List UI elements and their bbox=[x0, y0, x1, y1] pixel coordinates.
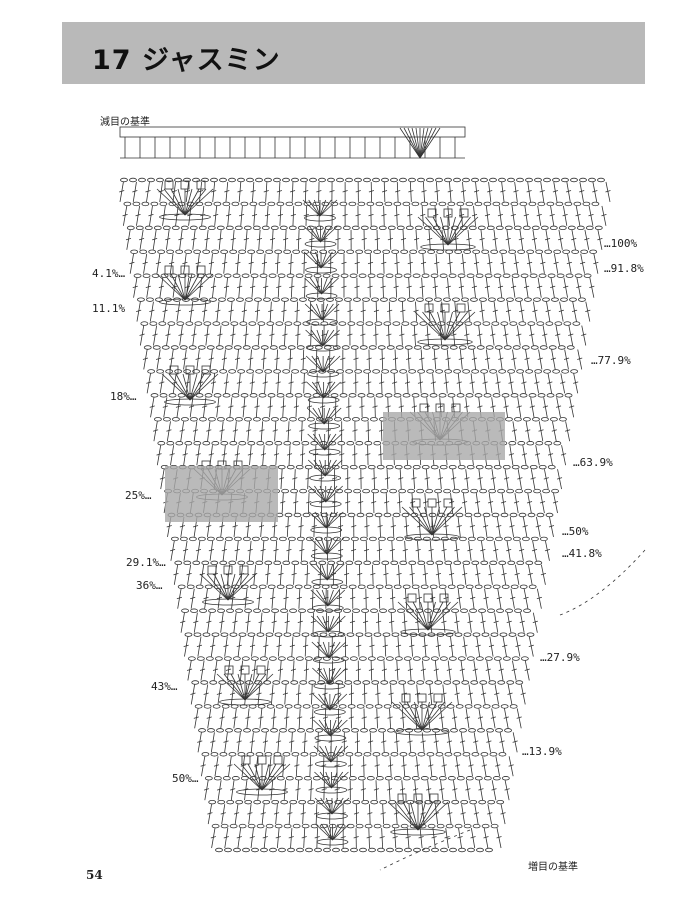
page-title: 17 ジャスミン bbox=[92, 45, 281, 76]
percent-right-label: …41.8% bbox=[562, 547, 602, 560]
stitch-grid bbox=[119, 126, 646, 871]
percent-left-label: 50%… bbox=[172, 772, 199, 785]
highlight-box bbox=[165, 466, 278, 522]
percent-right-label: …100% bbox=[604, 237, 638, 250]
increase-base-label: 増目の基準 bbox=[528, 862, 578, 873]
title-banner bbox=[62, 22, 645, 84]
percent-left-label: 18%… bbox=[110, 390, 137, 403]
percent-right-label: …77.9% bbox=[591, 354, 631, 367]
page-number: 54 bbox=[86, 868, 103, 882]
percent-right-label: …13.9% bbox=[522, 745, 562, 758]
percent-left-label: 36%… bbox=[136, 579, 163, 592]
percent-left-label: 25%… bbox=[125, 489, 152, 502]
percent-right-label: …27.9% bbox=[540, 651, 580, 664]
percent-left-label: 11.1% bbox=[92, 302, 126, 315]
percent-left-label: 43%… bbox=[151, 680, 178, 693]
decrease-base-label: 減目の基準 bbox=[100, 117, 150, 128]
percent-right-label: …91.8% bbox=[604, 262, 644, 275]
percent-right-label: …50% bbox=[562, 525, 589, 538]
percent-left-label: 4.1%… bbox=[92, 267, 126, 280]
percent-right-label: …63.9% bbox=[573, 456, 613, 469]
highlight-box bbox=[383, 412, 505, 460]
percent-left-label: 29.1%… bbox=[126, 556, 166, 569]
